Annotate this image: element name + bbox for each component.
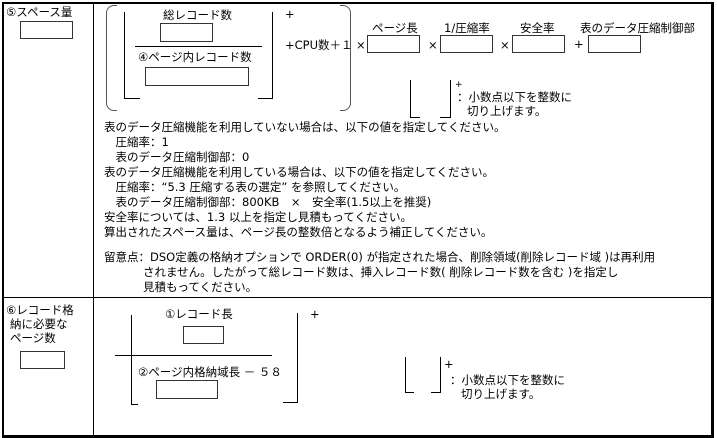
compression-control-input[interactable] bbox=[588, 35, 641, 53]
cpu-term: +CPU数＋１ bbox=[285, 38, 353, 52]
ceil-legend-right bbox=[450, 80, 451, 118]
right-brace bbox=[340, 5, 351, 111]
record-length-input[interactable] bbox=[183, 326, 224, 344]
fraction-line bbox=[135, 46, 262, 47]
page-length-label: ページ長 bbox=[372, 21, 418, 35]
times-sign: × bbox=[356, 38, 366, 52]
left-brace bbox=[106, 5, 117, 111]
plus-sign: + bbox=[574, 37, 584, 51]
records-per-page-label: ④ページ内レコード数 bbox=[138, 50, 252, 64]
ceil-note-2: 切り上げます。 bbox=[461, 387, 541, 401]
safety-rate-input[interactable] bbox=[512, 35, 565, 53]
caution-line: 留意点：DSO定義の格納オプションで ORDER(0) が指定された場合、削除領… bbox=[104, 250, 656, 264]
caution-line: されません。したがって総レコード数は、挿入レコード数( 削除レコード数を含む )… bbox=[143, 265, 619, 279]
ceil-plus: + bbox=[285, 7, 295, 21]
floor-left-foot bbox=[131, 404, 138, 405]
total-records-label: 総レコード数 bbox=[163, 8, 232, 22]
floor-right bbox=[272, 12, 273, 99]
records-per-page-input[interactable] bbox=[145, 67, 249, 86]
ceil-legend-plus: + bbox=[444, 357, 454, 371]
ceil-legend-left bbox=[410, 80, 411, 118]
floor-right-foot bbox=[258, 98, 273, 99]
compression-control-label: 表のデータ圧縮制御部 bbox=[580, 21, 695, 35]
required-pages-input[interactable] bbox=[20, 351, 65, 369]
ceil-legend-plus: + bbox=[455, 80, 463, 90]
floor-left bbox=[131, 315, 132, 405]
total-records-input[interactable] bbox=[160, 23, 213, 42]
ceil-legend-right bbox=[440, 357, 441, 393]
page-storage-input[interactable] bbox=[156, 380, 218, 399]
times-sign: × bbox=[428, 38, 438, 52]
times-sign: × bbox=[500, 38, 510, 52]
column-divider bbox=[93, 2, 94, 435]
ceil-plus: + bbox=[310, 307, 320, 321]
note-line: 圧縮率：“5.3 圧縮する表の選定” を参照してください。 bbox=[104, 180, 406, 194]
ceil-note-1: ：小数点以下を整数に bbox=[457, 90, 572, 104]
note-line: 表のデータ圧縮制御部：0 bbox=[104, 150, 250, 164]
floor-right-foot bbox=[283, 402, 298, 403]
space-amount-input[interactable] bbox=[20, 21, 73, 39]
notes: 表のデータ圧縮機能を利用していない場合は、以下の値を指定してください。 圧縮率：… bbox=[104, 120, 505, 240]
page-storage-label: ②ページ内格納域長 － ５８ bbox=[138, 365, 282, 379]
pages-label-line: ページ数 bbox=[10, 331, 56, 345]
space-amount-label: ⑤スペース量 bbox=[6, 5, 73, 19]
inverse-compression-label: 1/圧縮率 bbox=[444, 21, 490, 35]
note-line: 圧縮率：1 bbox=[104, 135, 169, 149]
floor-left-foot bbox=[124, 98, 140, 99]
pages-label-line: ⑥レコード格 bbox=[6, 303, 74, 317]
page-length-input[interactable] bbox=[367, 35, 420, 53]
note-line: 表のデータ圧縮制御部：800KB × 安全率(1.5以上を推奨) bbox=[104, 195, 432, 209]
ceil-note-2: 切り上げます。 bbox=[467, 104, 547, 118]
ceil-legend-left-foot bbox=[405, 392, 414, 393]
note-line: 表のデータ圧縮機能を利用していない場合は、以下の値を指定してください。 bbox=[104, 120, 506, 134]
fraction-line bbox=[115, 355, 272, 356]
row-divider bbox=[2, 297, 711, 298]
floor-right bbox=[297, 313, 298, 403]
ceil-legend-left-foot bbox=[410, 117, 420, 118]
ceil-legend-left bbox=[405, 357, 406, 393]
inverse-compression-input[interactable] bbox=[440, 35, 493, 53]
safety-rate-label: 安全率 bbox=[520, 21, 555, 35]
record-length-label: ①レコード長 bbox=[165, 307, 233, 321]
ceil-legend-right-foot bbox=[431, 392, 441, 393]
ceil-note-1: ：小数点以下を整数に bbox=[450, 373, 565, 387]
caution-line: 見積もってください。 bbox=[143, 280, 258, 294]
note-line: 算出されたスペース量は、ページ長の整数倍となるよう補正してください。 bbox=[104, 225, 493, 239]
ceil-legend-right-foot bbox=[440, 117, 451, 118]
note-line: 表のデータ圧縮機能を利用している場合は、以下の値を指定してください。 bbox=[104, 165, 494, 179]
pages-label-line: 納に必要な bbox=[10, 317, 68, 331]
note-line: 安全率については、1.3 以上を指定し見積もってください。 bbox=[104, 210, 412, 224]
floor-left bbox=[124, 12, 125, 99]
